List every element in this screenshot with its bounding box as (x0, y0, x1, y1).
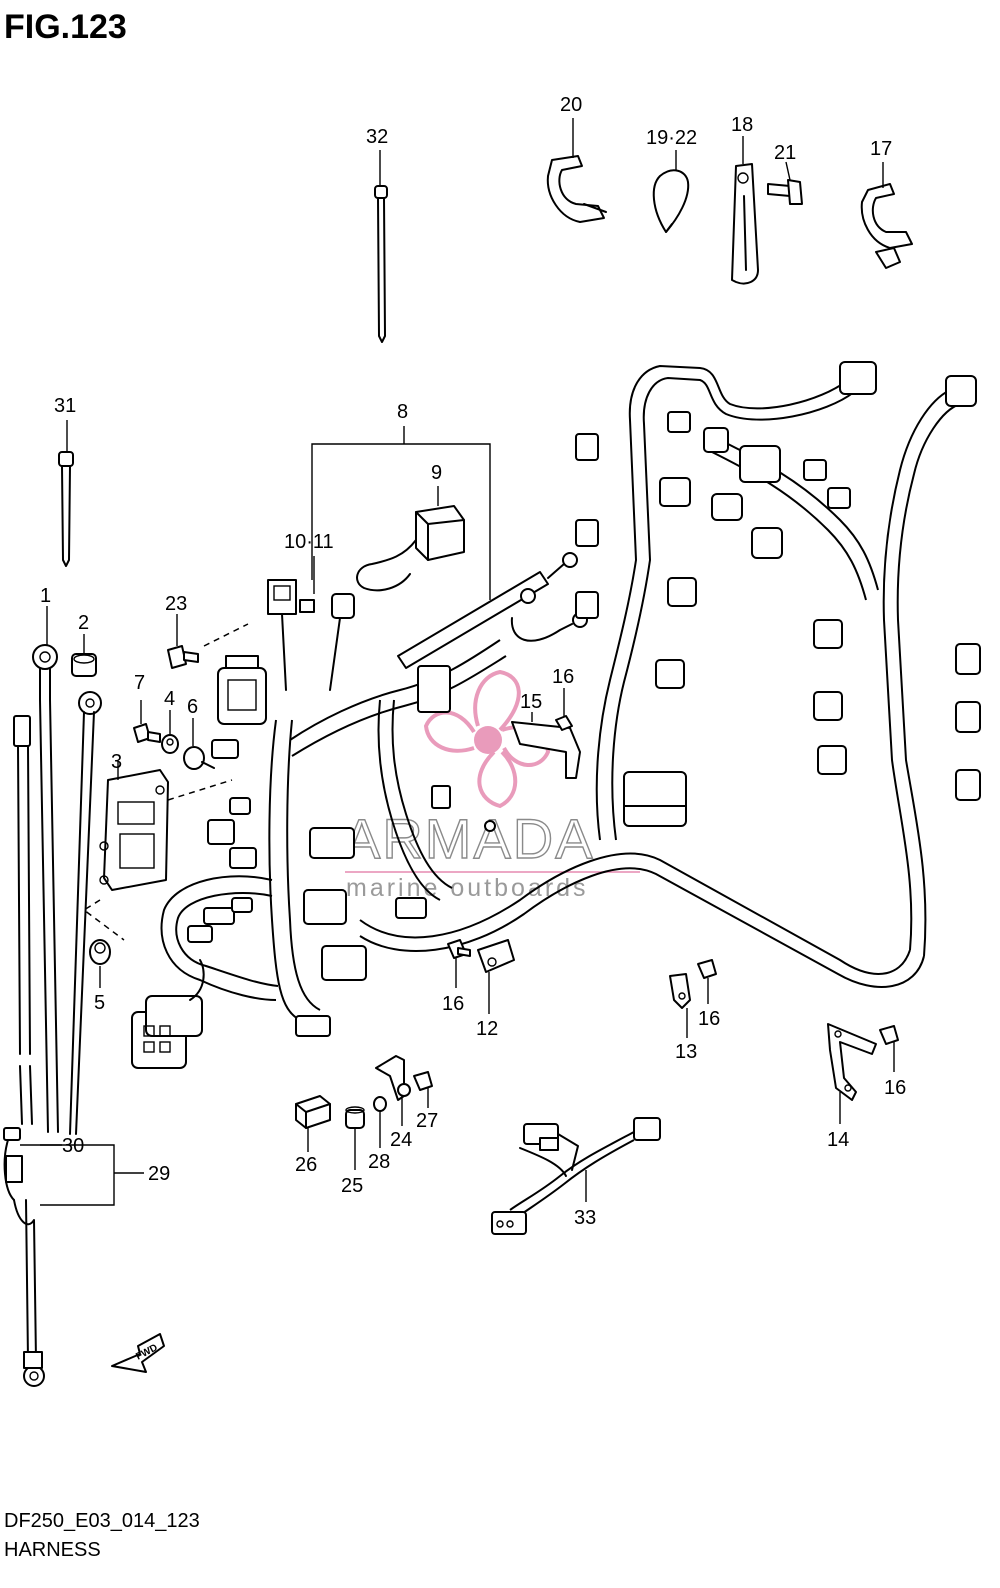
callout-24: 24 (390, 1129, 412, 1151)
callout-9: 9 (431, 462, 442, 484)
cable-30 (13, 715, 33, 1125)
ground-wires (397, 552, 588, 669)
callout-12: 12 (476, 1018, 498, 1040)
callout-labels: 32 20 19·22 18 21 17 31 8 9 10·11 1 2 23… (40, 94, 906, 1229)
callout-4: 4 (164, 688, 175, 710)
callout-21: 21 (774, 142, 796, 164)
center-connectors (295, 665, 496, 1037)
bracket-15 (511, 721, 581, 779)
connector-10-11 (267, 579, 355, 691)
callout-10-11: 10·11 (284, 531, 334, 553)
cap-25 (345, 1106, 365, 1129)
right-connectors (575, 361, 981, 827)
callout-28: 28 (368, 1151, 390, 1173)
watermark-tagline: marine outboards (346, 874, 589, 902)
left-connector-cluster (187, 739, 257, 943)
clamp-20 (546, 155, 607, 223)
callout-26: 26 (295, 1154, 317, 1176)
callout-15: 15 (520, 691, 542, 713)
module-9 (356, 505, 465, 592)
bracket-3 (99, 769, 169, 891)
bolt-23 (167, 645, 199, 669)
bolt-16-mid-right (697, 959, 717, 979)
clip-19-22 (652, 169, 690, 233)
clamp-17 (860, 183, 913, 269)
bracket-14 (827, 1023, 877, 1101)
callout-31: 31 (54, 395, 76, 417)
watermark-brand: ARMADA (343, 807, 595, 870)
callout-7: 7 (134, 672, 145, 694)
large-connector-bottom-left (131, 959, 205, 1069)
callout-16-d: 16 (884, 1077, 906, 1099)
clip-12 (477, 939, 515, 973)
sub-harness-33 (491, 1117, 661, 1235)
strap-18 (731, 163, 759, 285)
callout-30: 30 (62, 1135, 84, 1157)
nut-28 (373, 1096, 387, 1112)
relay-connector (217, 655, 267, 725)
cable-tie-31 (58, 451, 74, 567)
cap-26 (295, 1095, 331, 1129)
callout-29: 29 (148, 1163, 170, 1185)
clip-13 (669, 973, 691, 1009)
callout-20: 20 (560, 94, 582, 116)
fwd-arrow-icon: FWD (111, 1333, 165, 1373)
bolt-16-center (555, 715, 573, 731)
callout-23: 23 (165, 593, 187, 615)
callout-3: 3 (111, 751, 122, 773)
figure-code: DF250_E03_014_123 (4, 1510, 200, 1532)
callout-25: 25 (341, 1175, 363, 1197)
callout-14: 14 (827, 1129, 849, 1151)
watermark-logo-icon (423, 669, 551, 809)
battery-cable-1 (32, 644, 59, 1133)
grommet-5 (89, 939, 111, 965)
bolt-16-right (879, 1025, 899, 1045)
bolt-16-lower (447, 939, 471, 959)
bolt-27 (413, 1071, 433, 1091)
callout-16-c: 16 (698, 1008, 720, 1030)
cable-29 (3, 1127, 45, 1387)
callout-1: 1 (40, 585, 51, 607)
callout-6: 6 (187, 696, 198, 718)
callout-5: 5 (94, 992, 105, 1014)
callout-32: 32 (366, 126, 388, 148)
callout-18: 18 (731, 114, 753, 136)
callout-27: 27 (416, 1110, 438, 1132)
figure-name: HARNESS (4, 1539, 101, 1561)
bolt-21 (767, 179, 803, 205)
plate-24 (375, 1055, 411, 1101)
battery-cable-terminal (69, 691, 102, 1135)
callout-13: 13 (675, 1041, 697, 1063)
callout-16-b: 16 (442, 993, 464, 1015)
cable-tie-32 (374, 185, 388, 343)
callout-33: 33 (574, 1207, 596, 1229)
callout-16-a: 16 (552, 666, 574, 688)
main-harness-8 (160, 364, 961, 1021)
collar-6 (183, 746, 215, 770)
callout-2: 2 (78, 612, 89, 634)
nut-2 (71, 653, 97, 677)
grommet-4 (161, 734, 179, 754)
callout-17: 17 (870, 138, 892, 160)
callout-8: 8 (397, 401, 408, 423)
screw-7 (133, 723, 161, 743)
callout-19-22: 19·22 (646, 127, 697, 149)
figure-title: FIG.123 (4, 8, 127, 46)
